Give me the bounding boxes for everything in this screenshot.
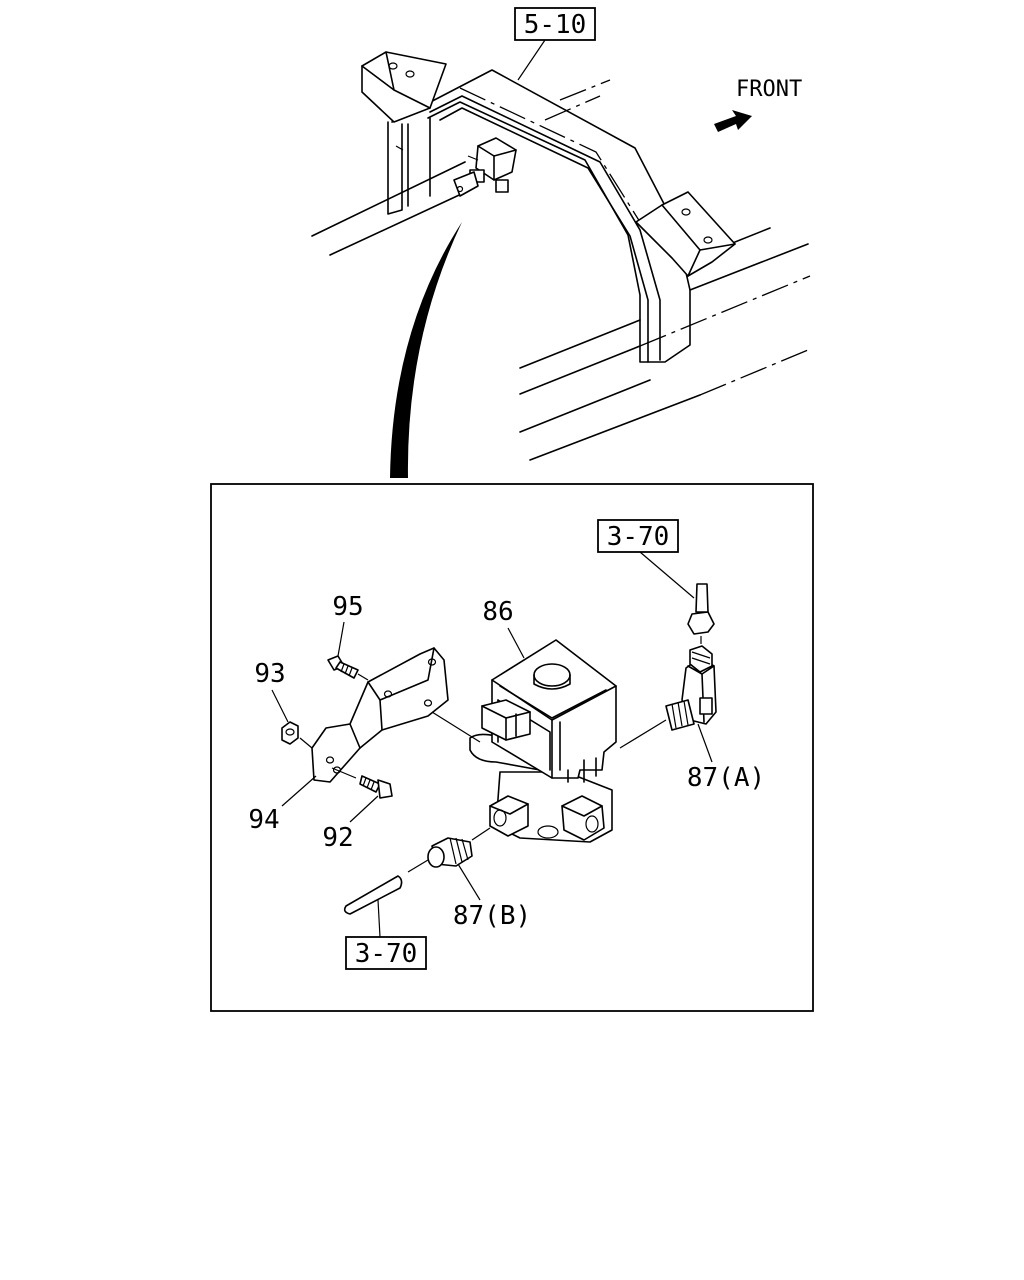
nut-93[interactable]: [281, 721, 313, 749]
callout-93: 93: [254, 659, 285, 689]
callout-92: 92: [322, 823, 353, 853]
valve-location-mini: [453, 137, 517, 197]
ref-label-5-10: 5-10: [524, 10, 587, 40]
leader-92: [349, 795, 379, 823]
fitting-87a[interactable]: [619, 583, 717, 749]
leader-94: [281, 775, 317, 807]
ref-label-3-70-upper: 3-70: [607, 522, 670, 552]
leader-87b: [457, 863, 481, 901]
leader-93: [271, 689, 289, 723]
detail-view: 3-70 3-70 95 93 94 92 86 87(A) 87(B): [248, 519, 765, 970]
leader-95: [337, 621, 345, 657]
ref-label-3-70-lower: 3-70: [355, 939, 418, 969]
leader-86: [507, 627, 525, 659]
callout-94: 94: [248, 805, 279, 835]
bolt-92[interactable]: [331, 767, 393, 799]
ref-box-3-70-upper[interactable]: 3-70: [597, 519, 679, 553]
leader-3-70-lower: [377, 899, 381, 938]
detail-frame: [210, 483, 814, 1012]
bolt-95[interactable]: [327, 655, 369, 681]
leader-5-10: [517, 39, 546, 81]
callout-95: 95: [332, 592, 363, 622]
callout-87a: 87(A): [687, 763, 765, 793]
fitting-87b[interactable]: [407, 827, 491, 873]
detail-pointer: [390, 222, 462, 478]
callout-87b: 87(B): [453, 901, 531, 931]
solenoid-valve-86[interactable]: [431, 639, 617, 843]
callout-86: 86: [482, 597, 513, 627]
front-direction-label: FRONT: [736, 77, 802, 102]
front-arrow-icon: [714, 110, 752, 132]
leader-87a: [697, 723, 713, 763]
leader-3-70-upper: [639, 551, 695, 599]
ref-box-5-10[interactable]: 5-10: [514, 7, 596, 41]
frame-overview: 5-10 FRONT: [311, 7, 811, 461]
ref-box-3-70-lower[interactable]: 3-70: [345, 936, 427, 970]
pipe-lower: [343, 875, 403, 915]
bracket-94[interactable]: [311, 647, 449, 783]
